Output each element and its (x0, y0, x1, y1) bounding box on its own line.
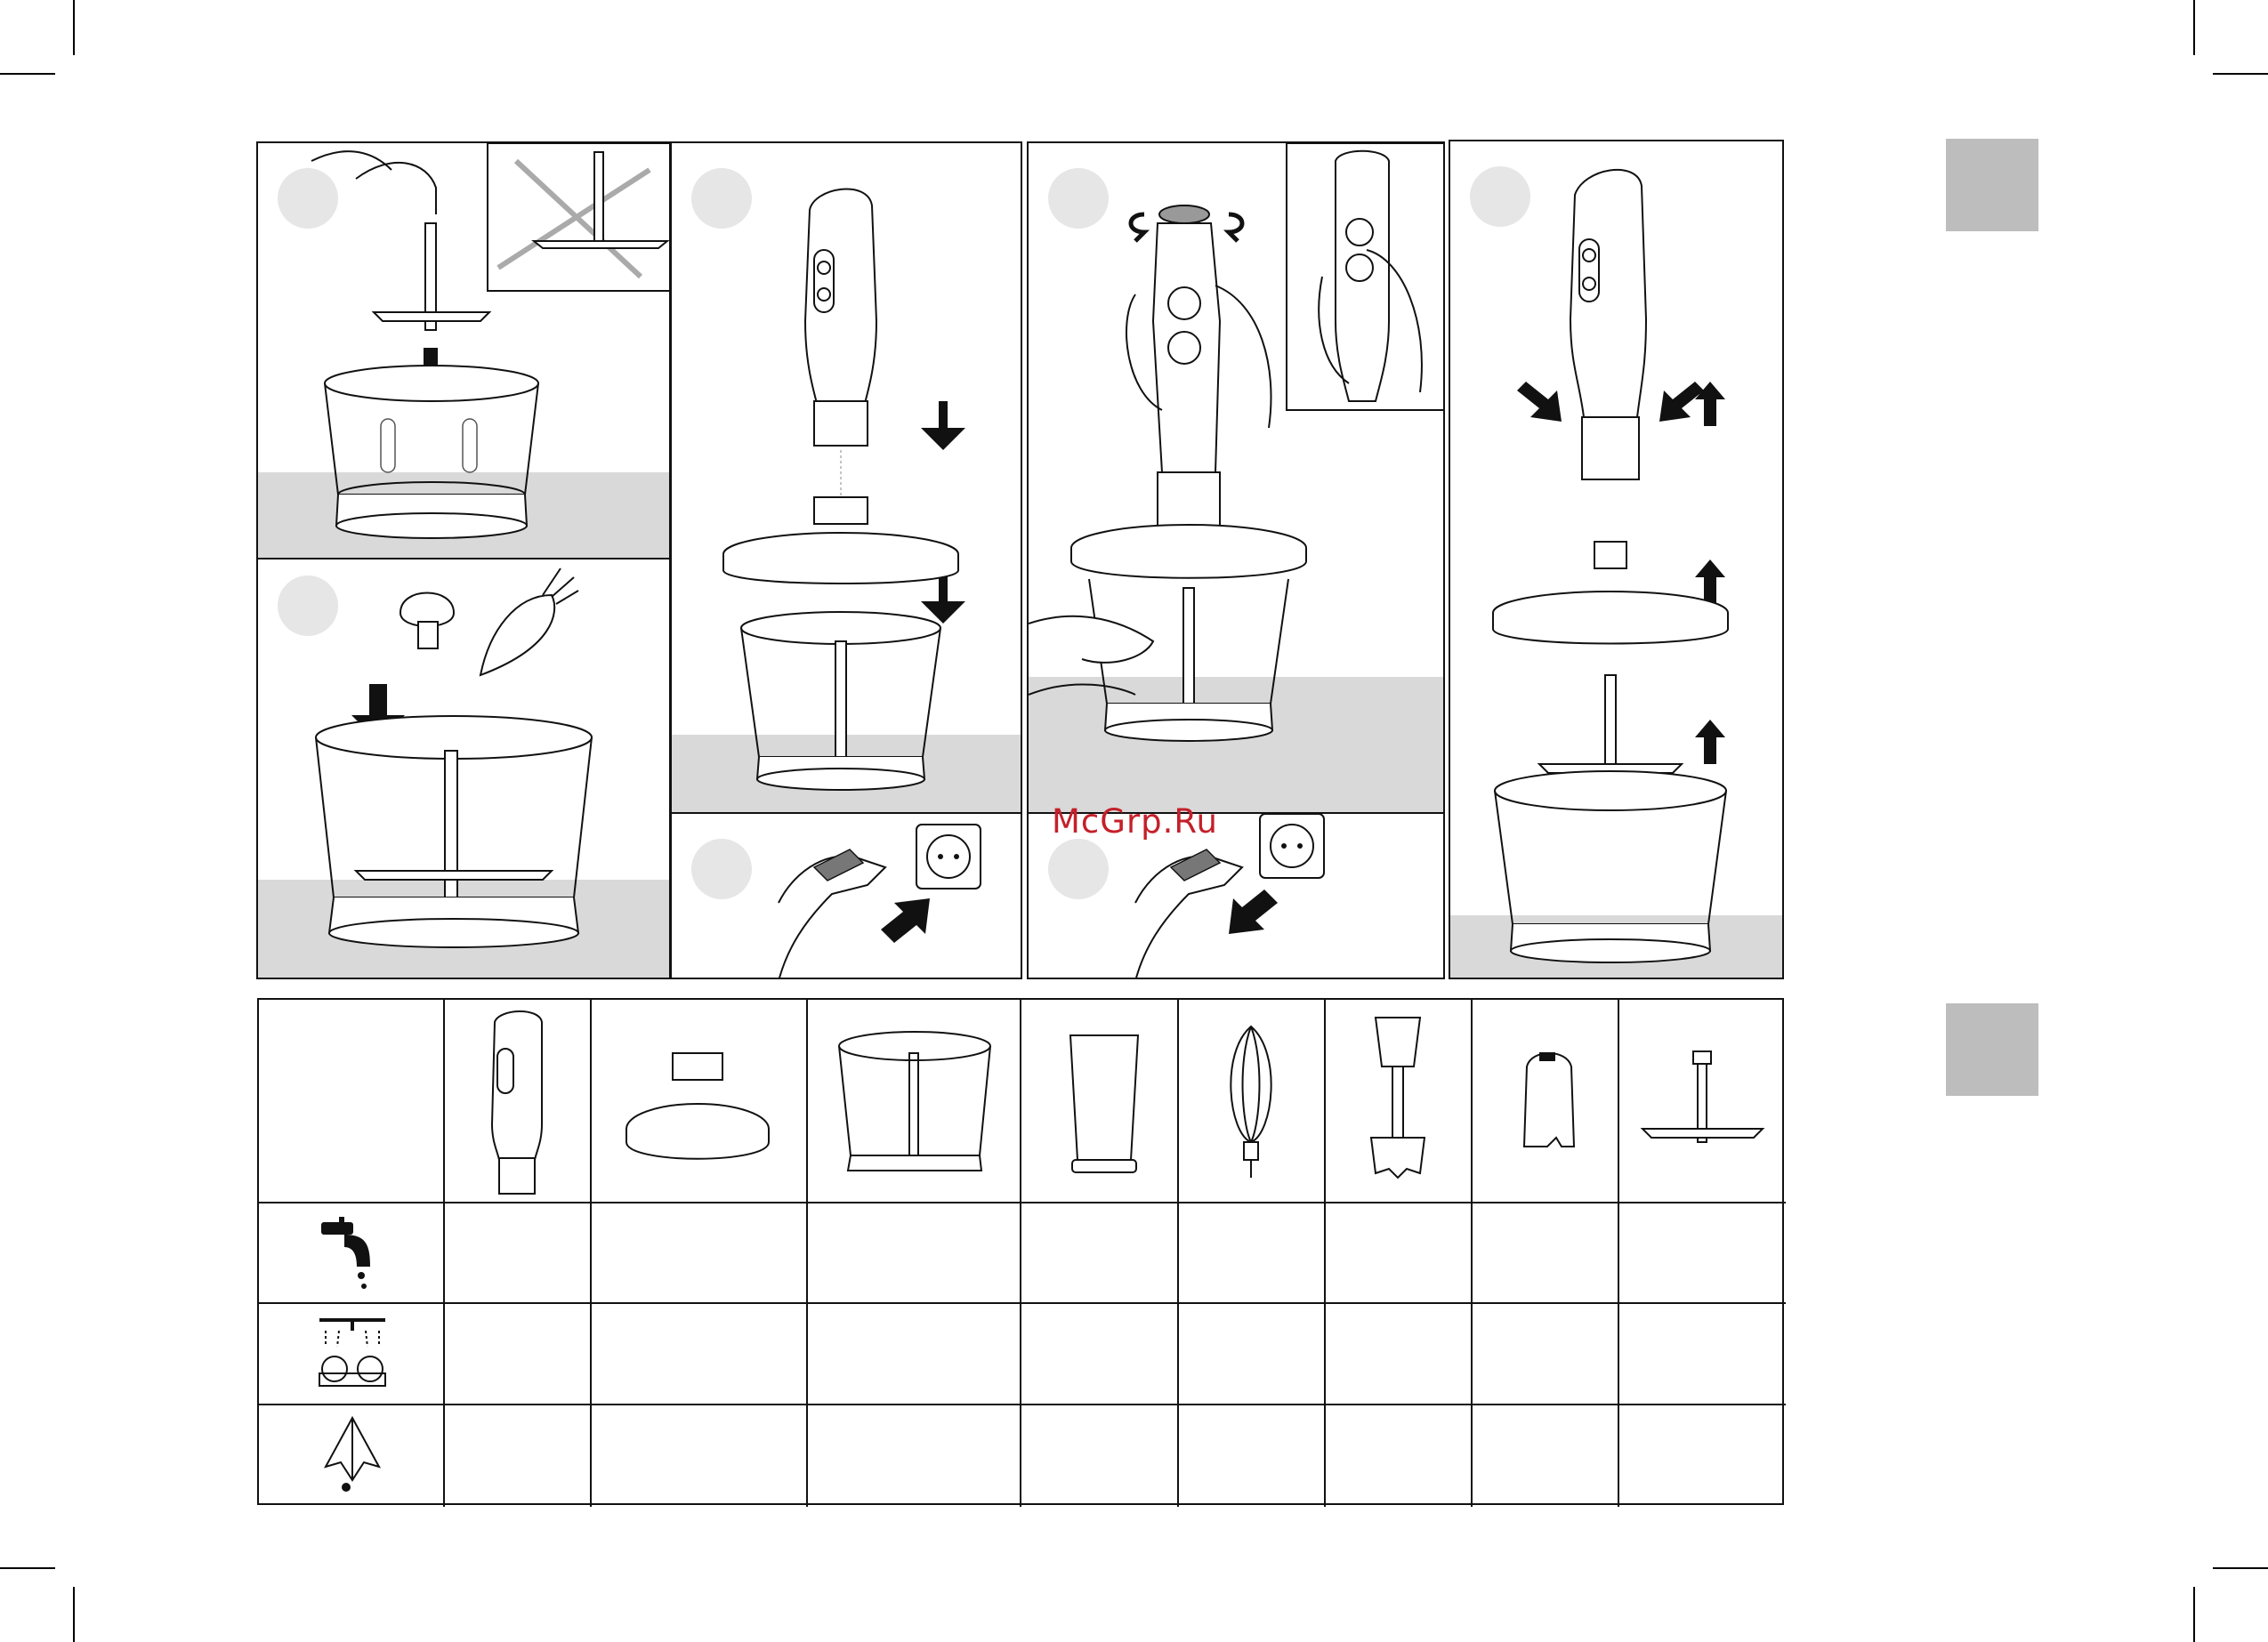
crop-mark (0, 1567, 55, 1569)
whisk-icon (1231, 1026, 1271, 1178)
motor-unit-icon (492, 1011, 542, 1194)
language-tab-top (1946, 139, 2038, 231)
step-add-food-panel (256, 558, 671, 979)
step-number-circle (691, 839, 752, 899)
step-number-circle (1048, 168, 1109, 229)
crop-mark (2193, 1587, 2195, 1642)
cleaning-table (257, 998, 1784, 1505)
chopper-bowl-icon (839, 1032, 990, 1171)
chopper-blade-icon (1642, 1051, 1763, 1142)
step-number-circle (1470, 166, 1530, 227)
step-insert-blade-panel (256, 141, 671, 559)
chopper-lid-icon (626, 1053, 769, 1159)
disassemble-illustration (1450, 141, 1784, 979)
step-number-circle (278, 576, 338, 636)
wipe-cloth-icon (326, 1418, 379, 1491)
beaker-icon (1070, 1035, 1138, 1172)
crop-mark (73, 0, 75, 55)
dishwasher-icon (319, 1320, 385, 1386)
crop-mark (2193, 0, 2195, 55)
tap-water-icon (321, 1217, 370, 1289)
step-number-circle (691, 168, 752, 229)
step-operate-panel (1027, 141, 1445, 814)
attach-motor-illustration (672, 143, 1022, 814)
crop-mark (0, 73, 55, 75)
step-number-circle (1048, 839, 1109, 899)
step-attach-lid-motor-panel (670, 141, 1022, 814)
crop-mark (2213, 73, 2268, 75)
watermark: McGrp.Ru (1052, 802, 1218, 841)
language-tab-bottom (1946, 1003, 2038, 1096)
step-number-circle (278, 168, 338, 229)
crop-mark (2213, 1567, 2268, 1569)
step-disassemble-panel (1449, 140, 1784, 979)
blender-shaft-icon (1371, 1018, 1425, 1178)
operate-illustration (1029, 143, 1445, 814)
step-plug-in-panel (670, 812, 1022, 979)
crop-mark (73, 1587, 75, 1642)
blade-cover-icon (1524, 1053, 1574, 1147)
